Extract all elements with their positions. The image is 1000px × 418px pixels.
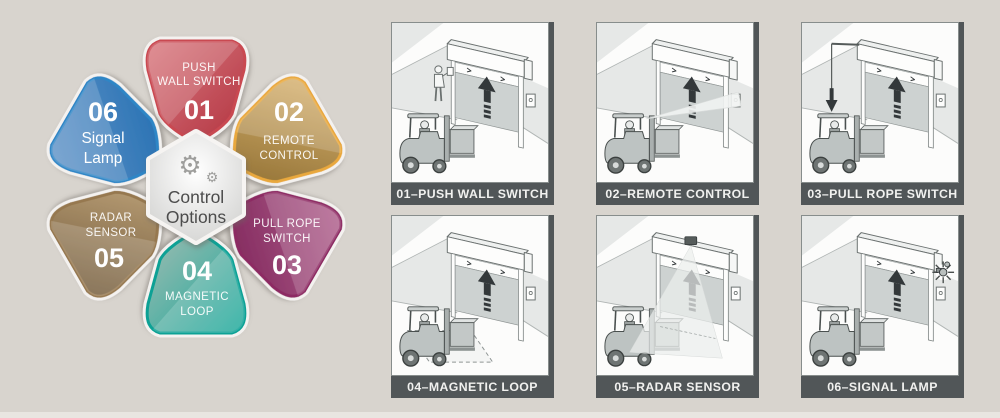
driver — [830, 313, 839, 323]
panel-illustration — [391, 22, 549, 183]
petal-03 — [196, 156, 359, 314]
down-arrow — [825, 100, 838, 112]
petal-01-label1: PUSH — [182, 62, 216, 74]
control-options-infographic: ⚙ ⚙ Control Options PUSH WALL SWITCH 01 … — [0, 0, 380, 418]
center-hexagon — [146, 129, 246, 245]
driver — [830, 120, 839, 130]
panel-caption: 05–RADAR SENSOR — [596, 376, 759, 398]
petal-05-label1: RADAR — [90, 212, 132, 224]
roller-door — [856, 232, 943, 342]
forklift — [399, 306, 479, 367]
petal-04-number: 04 — [182, 256, 212, 286]
petal-06-number: 06 — [88, 97, 118, 127]
petal-06-label1: Signal — [81, 130, 124, 147]
panel-signal-lamp: 06–SIGNAL LAMP — [801, 215, 964, 398]
petal-03-label2: SWITCH — [263, 233, 311, 245]
petal-04-label2: LOOP — [180, 306, 214, 318]
petal-03-number: 03 — [272, 250, 302, 280]
control-box — [730, 286, 741, 301]
signal-lamp — [932, 261, 955, 284]
roller-door — [446, 39, 533, 149]
panels-grid: 01–PUSH WALL SWITCH — [391, 22, 964, 398]
panel-pull-rope-switch: 03–PULL ROPE SWITCH — [801, 22, 964, 205]
door-scene-svg — [802, 216, 958, 367]
panel-illustration — [801, 215, 959, 376]
driver — [420, 120, 429, 130]
panel-caption: 01–PUSH WALL SWITCH — [391, 183, 554, 205]
panel-magnetic-loop: 04–MAGNETIC LOOP — [391, 215, 554, 398]
door-scene-svg — [597, 216, 753, 367]
petal-01 — [142, 30, 252, 155]
door-up-arrow — [477, 76, 496, 93]
petal-02 — [197, 62, 360, 220]
roller-door — [856, 39, 943, 149]
door-scene-svg — [802, 23, 958, 174]
petal-06-label2: Lamp — [84, 150, 123, 167]
panel-remote-control: 02–REMOTE CONTROL — [596, 22, 759, 205]
door-scene-svg — [392, 23, 548, 174]
petal-02-number: 02 — [274, 97, 304, 127]
driver — [420, 313, 429, 323]
door-scene-svg — [597, 23, 753, 174]
petal-02-label2: CONTROL — [259, 150, 318, 162]
panel-illustration — [391, 215, 549, 376]
petal-01-label2: WALL SWITCH — [157, 76, 240, 88]
gears-icon: ⚙ — [178, 151, 201, 181]
control-box — [525, 286, 536, 301]
control-box — [525, 93, 536, 108]
person-at-switch — [433, 65, 454, 102]
petal-01-number: 01 — [184, 95, 214, 125]
panel-caption: 03–PULL ROPE SWITCH — [801, 183, 964, 205]
forklift — [809, 306, 889, 367]
control-box — [935, 93, 946, 108]
panel-illustration — [596, 215, 754, 376]
petal-06 — [33, 60, 196, 218]
forklift — [809, 113, 889, 174]
door-scene-svg — [392, 216, 548, 367]
petal-05-label2: SENSOR — [86, 227, 137, 239]
pull-rope — [825, 42, 860, 112]
control-box — [935, 286, 946, 301]
petal-02-label1: REMOTE — [263, 135, 315, 147]
center-title-line2: Options — [166, 207, 227, 227]
petal-05 — [32, 155, 195, 313]
petal-03-label1: PULL ROPE — [253, 218, 321, 230]
petal-04 — [140, 219, 250, 344]
forklift — [604, 113, 684, 174]
panel-illustration — [596, 22, 754, 183]
driver — [625, 313, 634, 323]
page-bottom-strip — [0, 412, 1000, 418]
panel-caption: 06–SIGNAL LAMP — [801, 376, 964, 398]
radar — [629, 236, 723, 359]
panel-caption: 02–REMOTE CONTROL — [596, 183, 759, 205]
roller-door — [651, 39, 738, 149]
panel-push-wall-switch: 01–PUSH WALL SWITCH — [391, 22, 554, 205]
petal-05-number: 05 — [94, 243, 124, 273]
forklift — [399, 113, 479, 174]
petal-04-label1: MAGNETIC — [165, 291, 229, 303]
panel-radar-sensor: 05–RADAR SENSOR — [596, 215, 759, 398]
panel-caption: 04–MAGNETIC LOOP — [391, 376, 554, 398]
panel-illustration — [801, 22, 959, 183]
remote-beam — [646, 91, 742, 120]
door-up-arrow — [682, 76, 701, 93]
door-up-arrow — [887, 76, 906, 93]
driver — [625, 120, 634, 130]
gear-small-icon: ⚙ — [206, 170, 219, 186]
roller-door — [446, 232, 533, 342]
center-title-line1: Control — [168, 187, 224, 207]
door-up-arrow — [477, 269, 496, 286]
door-up-arrow — [887, 269, 906, 286]
